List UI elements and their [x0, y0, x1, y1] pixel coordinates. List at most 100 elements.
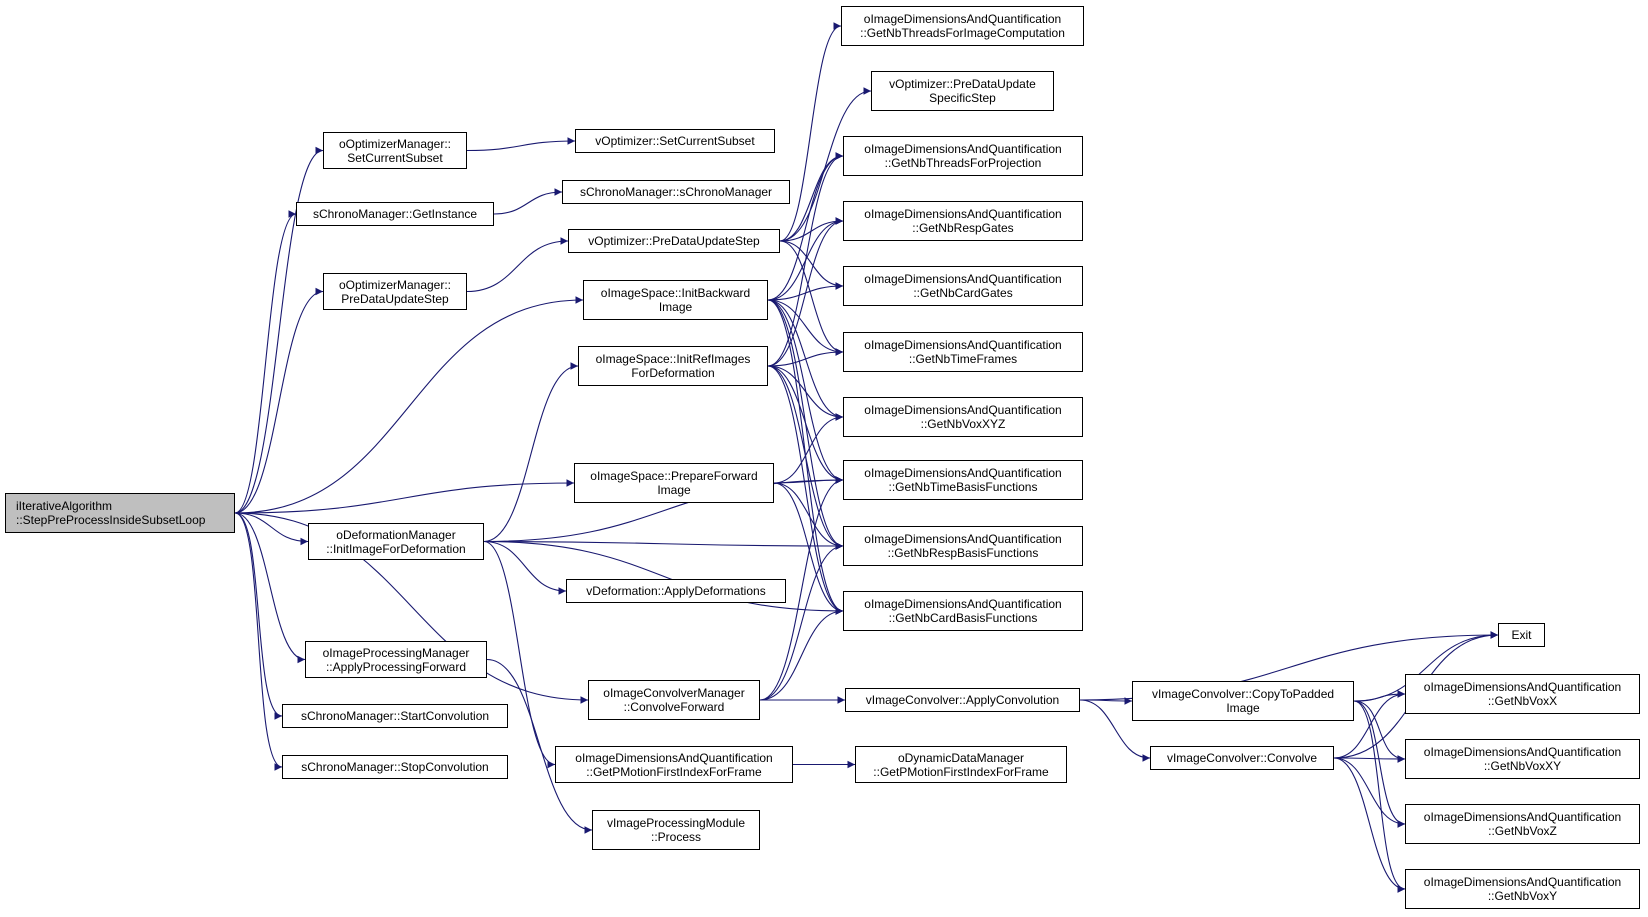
- node-dimVoxX[interactable]: oImageDimensionsAndQuantification::GetNb…: [1405, 674, 1640, 714]
- node-label-line: vOptimizer::PreDataUpdateStep: [588, 234, 760, 248]
- node-dimVoxZ[interactable]: oImageDimensionsAndQuantification::GetNb…: [1405, 804, 1640, 844]
- edge-defInit-to-imgInitRef: [483, 362, 579, 543]
- node-vOptPre[interactable]: vOptimizer::PreDataUpdateStep: [568, 229, 780, 253]
- edge-convolve-to-dimVoxY: [1333, 757, 1406, 893]
- edge-imgInitBack-to-dimThreadsProj: [767, 152, 844, 301]
- node-label-line: Image: [657, 483, 691, 497]
- node-label-line: ::GetNbVoxY: [1487, 889, 1558, 903]
- edge-root-to-chronoGet: [234, 210, 297, 514]
- edge-imgInitRef-to-dimThreadsProj: [767, 152, 844, 367]
- edge-root-to-convFwd: [234, 512, 589, 704]
- node-label-line: ::GetNbTimeBasisFunctions: [888, 480, 1038, 494]
- edge-imgInitRef-to-dimRespGates: [767, 217, 844, 367]
- edge-imgPrepFwd-to-dimCardBasis: [773, 482, 844, 615]
- edge-copyPadded-to-dimVoxY: [1353, 700, 1406, 893]
- node-dimTimeFrames[interactable]: oImageDimensionsAndQuantification::GetNb…: [843, 332, 1083, 372]
- node-label-line: vImageConvolver::Convolve: [1166, 751, 1318, 765]
- node-root[interactable]: iIterativeAlgorithm::StepPreProcessInsid…: [5, 493, 235, 533]
- edge-convFwd-to-dimTimeBasis: [759, 476, 844, 701]
- edge-convFwd-to-dimCardBasis: [759, 607, 844, 701]
- edge-applyConv-to-convolve: [1079, 699, 1151, 762]
- edge-root-to-imgProcFwd: [234, 512, 306, 664]
- edge-imgPrepFwd-to-dimVoxXYZ: [773, 413, 844, 484]
- node-label-line: sChronoManager::sChronoManager: [579, 185, 773, 199]
- node-dimRespGates[interactable]: oImageDimensionsAndQuantification::GetNb…: [843, 201, 1083, 241]
- edge-imgPrepFwd-to-dimRespBasis: [773, 482, 844, 550]
- edge-convFwd-to-dimRespBasis: [759, 542, 844, 701]
- node-label-line: ::GetPMotionFirstIndexForFrame: [586, 764, 762, 779]
- node-dimGetPMotion[interactable]: oImageDimensionsAndQuantification::GetPM…: [555, 746, 793, 783]
- node-exit[interactable]: Exit: [1498, 623, 1545, 647]
- node-dimThreadsProj[interactable]: oImageDimensionsAndQuantification::GetNb…: [843, 136, 1083, 176]
- node-label-line: oImageDimensionsAndQuantification: [864, 338, 1062, 352]
- node-label-line: oDynamicDataManager: [897, 750, 1025, 765]
- node-chronoCtor[interactable]: sChronoManager::sChronoManager: [562, 180, 790, 204]
- node-optSetSubset[interactable]: oOptimizerManager::SetCurrentSubset: [323, 132, 467, 169]
- node-chronoStart[interactable]: sChronoManager::StartConvolution: [282, 704, 508, 728]
- edge-root-to-chronoStop: [234, 512, 283, 771]
- node-dimTimeBasis[interactable]: oImageDimensionsAndQuantification::GetNb…: [843, 460, 1083, 500]
- edge-imgInitBack-to-dimTimeBasis: [767, 299, 844, 484]
- edge-defInit-to-dimCardBasis: [483, 540, 844, 615]
- node-label-line: oImageConvolverManager: [603, 686, 745, 700]
- node-vDefApply[interactable]: vDeformation::ApplyDeformations: [566, 579, 786, 603]
- node-imgProcFwd[interactable]: oImageProcessingManager::ApplyProcessing…: [305, 641, 487, 678]
- node-label-line: Exit: [1511, 628, 1532, 642]
- node-optPreData[interactable]: oOptimizerManager::PreDataUpdateStep: [323, 273, 467, 310]
- edge-optPreData-to-vOptPre: [466, 237, 569, 293]
- node-dimVoxXYZ[interactable]: oImageDimensionsAndQuantification::GetNb…: [843, 397, 1083, 437]
- node-label-line: iIterativeAlgorithm: [16, 499, 113, 513]
- node-chronoStop[interactable]: sChronoManager::StopConvolution: [282, 755, 508, 779]
- node-dimRespBasis[interactable]: oImageDimensionsAndQuantification::GetNb…: [843, 526, 1083, 566]
- node-defInit[interactable]: oDeformationManager::InitImageForDeforma…: [308, 523, 484, 560]
- node-label-line: ::GetNbTimeFrames: [908, 352, 1018, 366]
- node-label-line: sChronoManager::StartConvolution: [300, 709, 490, 723]
- node-label-line: ::GetNbVoxXY: [1483, 759, 1562, 773]
- node-label-line: ::GetNbVoxXYZ: [920, 417, 1006, 431]
- node-chronoGet[interactable]: sChronoManager::GetInstance: [296, 202, 494, 226]
- node-label-line: vDeformation::ApplyDeformations: [586, 584, 766, 598]
- node-dimThreadsImg[interactable]: oImageDimensionsAndQuantification::GetNb…: [841, 6, 1084, 46]
- node-dynGetPMotion[interactable]: oDynamicDataManager::GetPMotionFirstInde…: [855, 746, 1067, 783]
- edge-imgInitRef-to-dimTimeFrames: [767, 348, 844, 367]
- node-label-line: sChronoManager::GetInstance: [312, 207, 478, 221]
- node-label-line: vImageProcessingModule: [606, 816, 746, 830]
- node-label-line: ::GetNbThreadsForProjection: [884, 156, 1042, 170]
- edge-vOptPre-to-vOptPreSpec: [779, 87, 872, 242]
- node-label-line: ::GetNbVoxX: [1487, 694, 1558, 708]
- node-label-line: PreDataUpdateStep: [341, 291, 449, 306]
- node-dimCardBasis[interactable]: oImageDimensionsAndQuantification::GetNb…: [843, 591, 1083, 631]
- node-convolve[interactable]: vImageConvolver::Convolve: [1150, 746, 1334, 770]
- node-dimCardGates[interactable]: oImageDimensionsAndQuantification::GetNb…: [843, 266, 1083, 306]
- node-label-line: ::ApplyProcessingForward: [325, 659, 467, 674]
- edge-vOptPre-to-dimThreadsImg: [779, 22, 842, 242]
- edge-convolve-to-dimVoxZ: [1333, 757, 1406, 828]
- node-dimVoxY[interactable]: oImageDimensionsAndQuantification::GetNb…: [1405, 869, 1640, 909]
- node-convFwd[interactable]: oImageConvolverManager::ConvolveForward: [588, 680, 760, 720]
- node-label-line: ::GetNbRespBasisFunctions: [887, 546, 1039, 560]
- edge-vOptPre-to-dimTimeFrames: [779, 240, 844, 356]
- node-vOptSet[interactable]: vOptimizer::SetCurrentSubset: [575, 129, 775, 153]
- edge-root-to-chronoStart: [234, 512, 283, 720]
- node-applyConv[interactable]: vImageConvolver::ApplyConvolution: [845, 688, 1080, 712]
- edge-chronoGet-to-chronoCtor: [493, 188, 563, 215]
- node-label-line: oImageDimensionsAndQuantification: [1423, 875, 1622, 889]
- edge-optSetSubset-to-vOptSet: [466, 137, 576, 152]
- node-label-line: oImageDimensionsAndQuantification: [864, 272, 1062, 286]
- node-dimVoxXY[interactable]: oImageDimensionsAndQuantification::GetNb…: [1405, 739, 1640, 779]
- node-label-line: SpecificStep: [929, 91, 996, 105]
- node-label-line: vOptimizer::PreDataUpdate: [889, 77, 1036, 91]
- node-vProcModule[interactable]: vImageProcessingModule::Process: [592, 810, 760, 850]
- node-label-line: SetCurrentSubset: [347, 150, 443, 165]
- edge-defInit-to-dimRespBasis: [483, 540, 844, 550]
- edge-imgProcFwd-to-vProcModule: [486, 658, 593, 834]
- node-label-line: oImageDimensionsAndQuantification: [1423, 680, 1622, 694]
- node-label-line: ::ConvolveForward: [623, 700, 725, 714]
- node-label-line: oImageDimensionsAndQuantification: [864, 532, 1062, 546]
